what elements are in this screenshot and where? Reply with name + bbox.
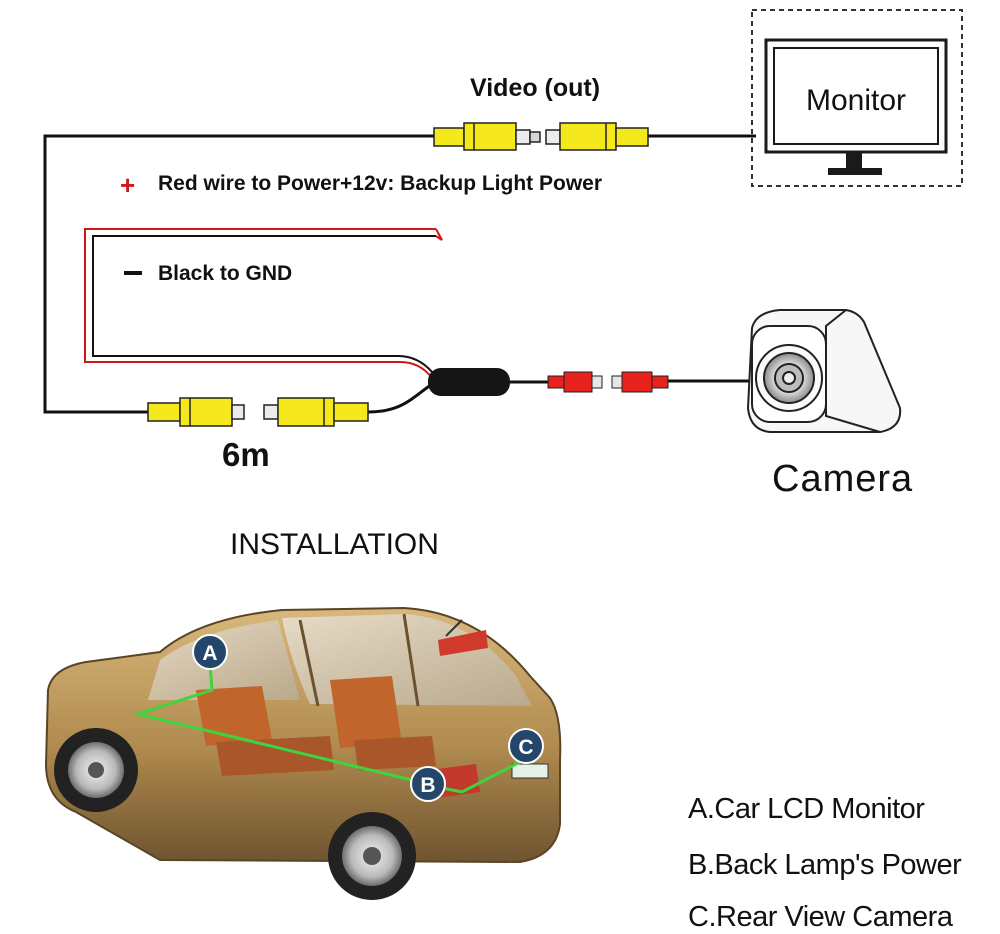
red-wire-plus: + — [120, 170, 135, 200]
legend-item-b: B.Back Lamp's Power — [688, 849, 962, 881]
marker-c: C — [508, 728, 544, 764]
legend-item-c: C.Rear View Camera — [688, 901, 953, 933]
svg-text:A: A — [202, 642, 217, 665]
rca-red-left — [547, 371, 603, 393]
monitor-label: Monitor — [806, 84, 906, 117]
legend-item-a: A.Car LCD Monitor — [688, 793, 925, 825]
video-out-label: Video (out) — [470, 74, 601, 102]
installation-title: INSTALLATION — [230, 528, 439, 561]
rca-yellow-bottom-left — [147, 397, 245, 427]
camera-label: Camera — [772, 458, 914, 500]
video-cable — [43, 134, 756, 414]
svg-text:B: B — [420, 774, 435, 797]
wiring-diagram: + — [43, 9, 963, 900]
rca-red-right — [611, 371, 669, 393]
black-wire-label: Black to GND — [158, 262, 293, 285]
rca-yellow-top-left — [433, 122, 541, 151]
marker-b: B — [410, 766, 446, 802]
red-wire-label: Red wire to Power+12v: Backup Light Powe… — [158, 172, 603, 195]
junction-box — [428, 368, 510, 396]
car-illustration — [44, 606, 562, 900]
svg-text:C: C — [518, 736, 533, 759]
cable-length-label: 6m — [222, 436, 270, 473]
camera-icon — [746, 309, 902, 433]
marker-a: A — [192, 634, 228, 670]
monitor-icon — [751, 9, 963, 187]
power-wires — [84, 228, 443, 379]
rca-yellow-top-right — [545, 122, 649, 151]
rca-yellow-bottom-right — [263, 397, 369, 427]
